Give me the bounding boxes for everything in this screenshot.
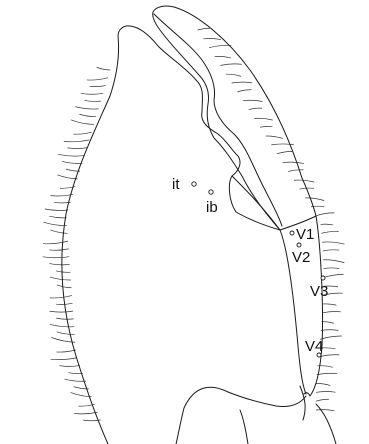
seta bbox=[90, 86, 105, 87]
seta bbox=[209, 45, 231, 47]
seta bbox=[74, 132, 92, 134]
seta bbox=[50, 324, 74, 326]
seta bbox=[198, 28, 210, 30]
seta bbox=[87, 78, 108, 80]
seta bbox=[44, 222, 67, 225]
seta bbox=[283, 162, 304, 163]
label-v2: V2 bbox=[292, 249, 310, 266]
seta bbox=[204, 38, 221, 39]
seta bbox=[316, 410, 334, 411]
seta bbox=[97, 67, 110, 70]
seta bbox=[321, 330, 338, 331]
seta bbox=[54, 202, 70, 203]
seta bbox=[50, 230, 67, 233]
seta bbox=[43, 241, 68, 244]
chela-hand-outline bbox=[62, 26, 305, 444]
label-v1: V1 bbox=[296, 226, 314, 243]
seta bbox=[60, 366, 80, 367]
ventral-strip bbox=[280, 216, 323, 396]
seta bbox=[323, 304, 336, 305]
seta bbox=[57, 350, 76, 352]
seta bbox=[316, 399, 329, 401]
seta bbox=[317, 373, 337, 374]
seta bbox=[71, 120, 94, 125]
seta bbox=[232, 82, 252, 83]
seta bbox=[65, 379, 86, 381]
seta bbox=[50, 296, 72, 298]
seta bbox=[58, 175, 78, 179]
trichobothrium-v2-pore bbox=[297, 243, 301, 247]
seta bbox=[215, 56, 231, 58]
trichobothrium-ib-pore bbox=[209, 190, 213, 194]
seta bbox=[243, 100, 262, 101]
seta bbox=[56, 318, 73, 319]
seta bbox=[50, 264, 70, 265]
seta bbox=[50, 216, 67, 218]
seta bbox=[324, 274, 343, 277]
trichobothrium-it-pore bbox=[192, 182, 196, 186]
trichobothrium-v3-pore bbox=[321, 276, 325, 280]
seta bbox=[322, 322, 334, 324]
seta bbox=[317, 383, 331, 385]
movable-finger bbox=[153, 6, 316, 230]
seta bbox=[43, 257, 69, 258]
seta bbox=[288, 170, 303, 172]
seta bbox=[266, 136, 283, 138]
seta bbox=[62, 161, 82, 163]
seta bbox=[221, 64, 242, 65]
label-v4: V4 bbox=[305, 338, 323, 355]
seta bbox=[322, 231, 339, 233]
seta bbox=[322, 242, 344, 244]
seta bbox=[260, 126, 272, 127]
seta bbox=[51, 358, 77, 360]
seta bbox=[81, 93, 103, 94]
seta bbox=[50, 249, 69, 250]
seta bbox=[85, 100, 101, 101]
seta bbox=[320, 336, 341, 339]
seta bbox=[305, 198, 323, 201]
seta bbox=[64, 140, 89, 142]
seta bbox=[321, 224, 333, 225]
trichobothrium-v1-pore bbox=[290, 231, 294, 235]
label-v3: V3 bbox=[310, 283, 328, 300]
seta bbox=[323, 250, 339, 251]
seta bbox=[316, 392, 335, 393]
seta bbox=[56, 271, 70, 272]
seta bbox=[255, 118, 273, 120]
seta bbox=[68, 148, 87, 149]
label-it: it bbox=[172, 176, 180, 193]
seta bbox=[226, 74, 241, 76]
seta bbox=[76, 107, 99, 109]
seta bbox=[50, 277, 70, 280]
seta bbox=[80, 114, 96, 116]
seta bbox=[50, 311, 73, 312]
seta bbox=[323, 312, 341, 313]
seta bbox=[58, 154, 84, 156]
seta bbox=[69, 373, 83, 374]
seta bbox=[324, 260, 344, 263]
seta bbox=[66, 169, 80, 171]
seta bbox=[249, 108, 262, 109]
seta bbox=[317, 213, 334, 216]
setae-group bbox=[43, 28, 344, 421]
label-ib: ib bbox=[206, 199, 218, 216]
seta bbox=[57, 332, 74, 335]
seta bbox=[74, 412, 97, 414]
seta bbox=[51, 194, 73, 196]
seta bbox=[324, 268, 339, 269]
seta bbox=[238, 90, 252, 92]
seta bbox=[57, 285, 71, 288]
seta bbox=[45, 209, 68, 210]
seta bbox=[277, 151, 293, 153]
